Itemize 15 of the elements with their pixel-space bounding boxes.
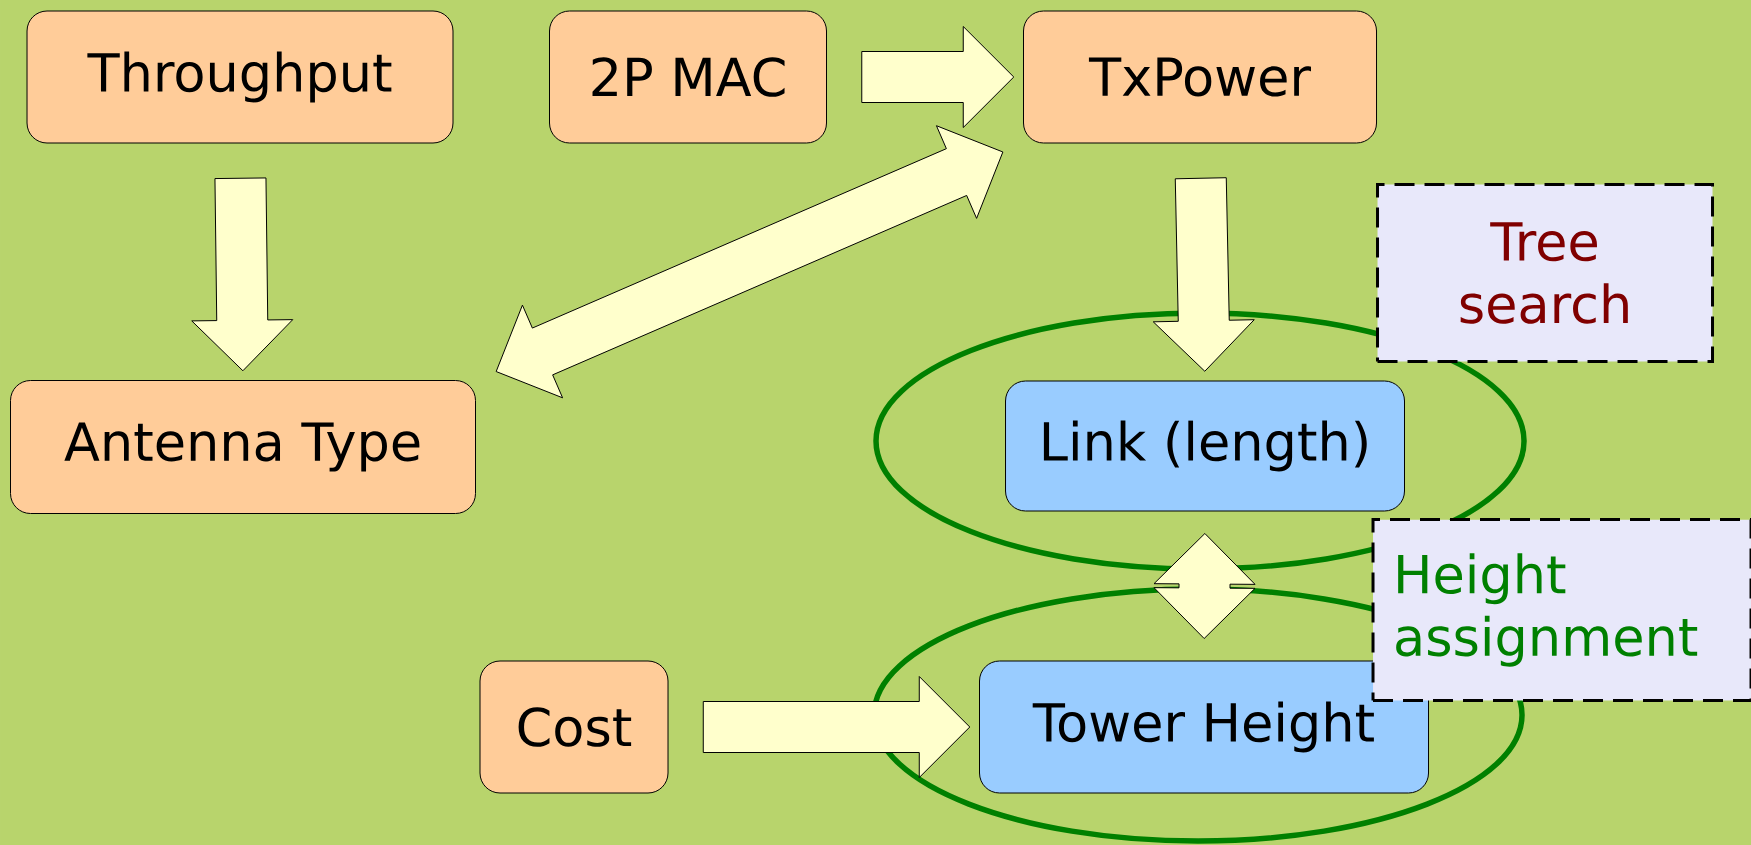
process-box: Cost [479, 660, 669, 794]
note-box: Tree search [1376, 183, 1714, 363]
block-arrow [1153, 533, 1256, 639]
process-box: Tower Height [979, 660, 1429, 794]
block-arrow [861, 26, 1015, 128]
block-arrow [191, 177, 294, 372]
note-box: Height assignment [1371, 518, 1751, 702]
process-box: 2P MAC [549, 10, 827, 144]
process-box: TxPower [1023, 10, 1377, 144]
block-arrow [495, 125, 1004, 399]
process-box: Throughput [26, 10, 454, 144]
process-box: Link (length) [1005, 380, 1405, 512]
process-box: Antenna Type [10, 380, 476, 514]
block-arrow [1152, 177, 1255, 372]
block-arrow [702, 676, 971, 778]
